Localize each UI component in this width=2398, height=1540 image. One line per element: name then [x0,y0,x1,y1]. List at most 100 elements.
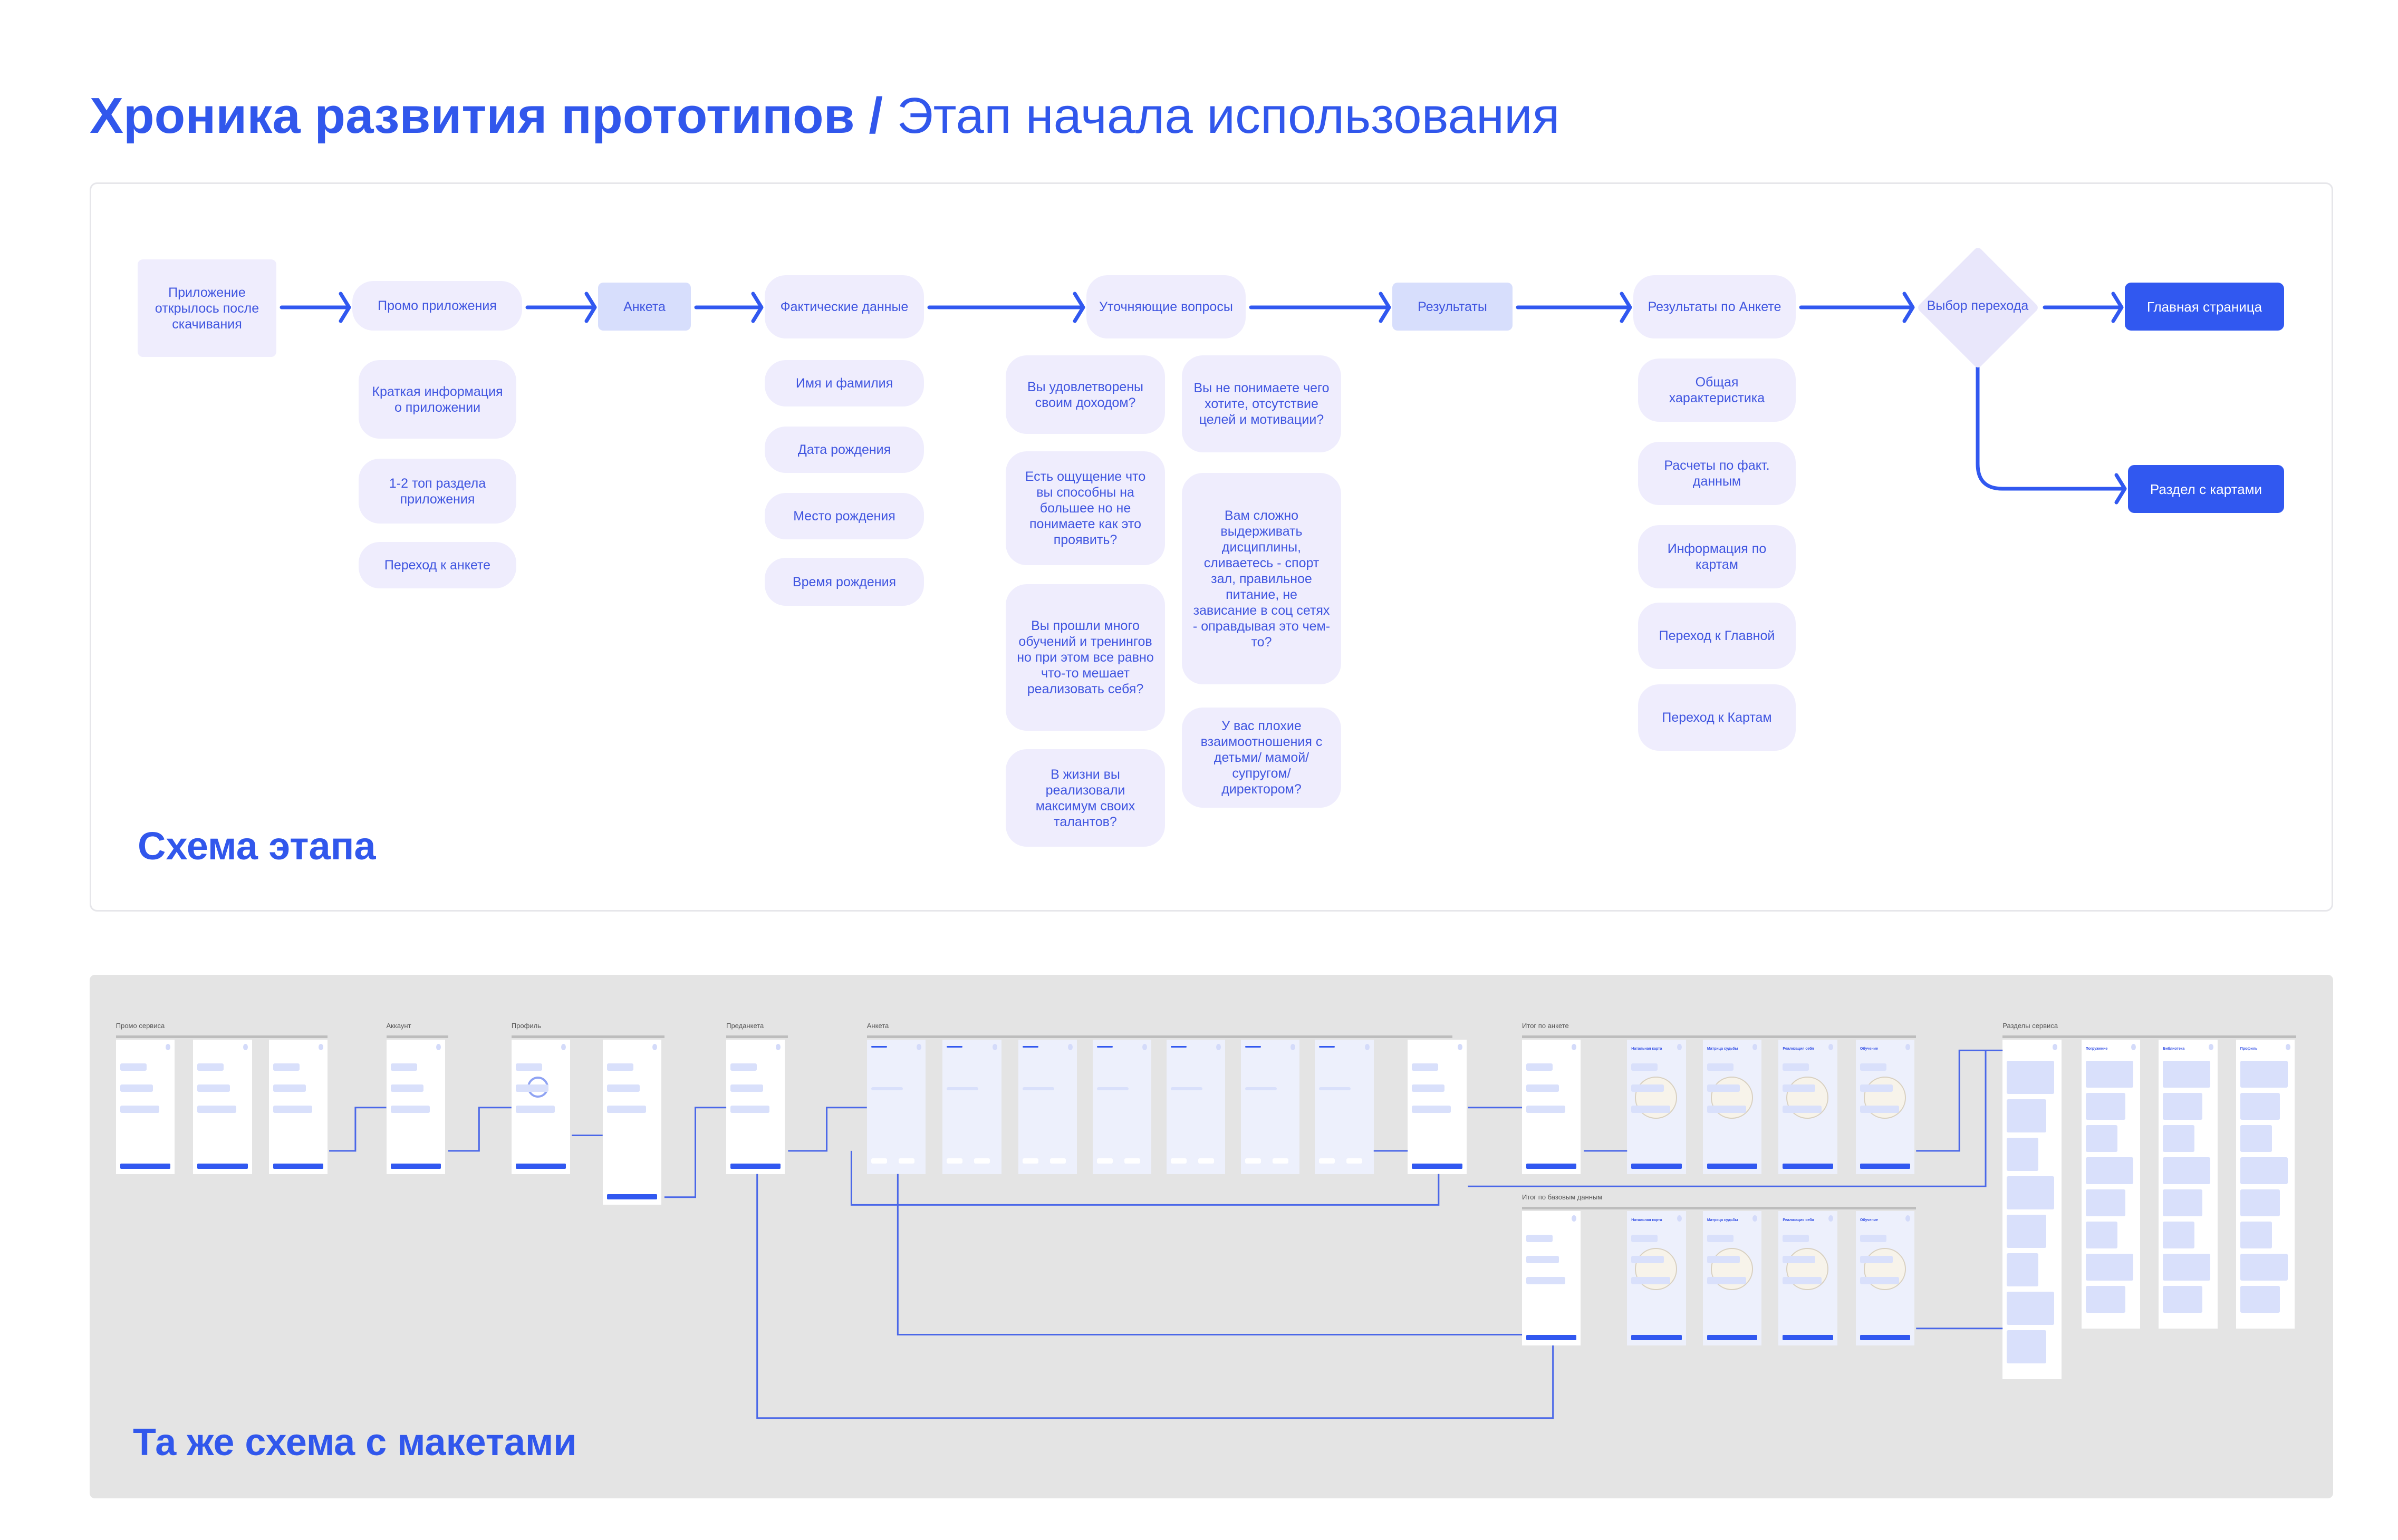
mockup-screen [386,1039,445,1174]
primary-button [120,1163,171,1169]
primary-button [1783,1335,1833,1341]
content-block [2085,1092,2125,1120]
content-block [1783,1277,1822,1285]
mockup-screen [268,1039,328,1174]
content-block [730,1105,770,1113]
menu-icon [1905,1043,1911,1050]
menu-icon [166,1043,171,1050]
menu-icon [2131,1043,2136,1050]
connector-line [329,1107,387,1152]
question-text [1022,1087,1054,1090]
mockup-screen: Обучение [1855,1039,1915,1174]
menu-icon [917,1043,922,1050]
group-divider [511,1035,664,1038]
content-block [515,1105,555,1113]
node-results-by-anketa: Результаты по Анкете [1633,275,1796,338]
answer-button [1171,1158,1187,1164]
menu-icon [1457,1043,1462,1050]
flow-arrow [1516,292,1632,323]
menu-icon [1291,1043,1296,1050]
primary-button [1783,1163,1833,1169]
answer-button [947,1158,963,1164]
mockup-screen: Натальная карта [1627,1039,1686,1174]
page-title: Хроника развития прототипов / Этап начал… [90,87,1560,145]
content-block [1783,1235,1809,1243]
question-text [1171,1087,1203,1090]
content-block [2085,1253,2133,1281]
content-block [515,1063,542,1071]
question-text [1096,1087,1129,1090]
content-block [2240,1221,2272,1248]
group-label: Итог по анкете [1522,1021,1569,1030]
progress-bar [1171,1045,1187,1048]
content-block [1860,1105,1899,1113]
connector-line [897,1174,1523,1336]
content-block [390,1105,430,1113]
primary-button [515,1163,566,1169]
content-block [1631,1105,1671,1113]
content-block [1526,1063,1553,1071]
node-results: Результаты [1392,283,1513,331]
screen-title: Реализация себя [1783,1047,1814,1051]
mockup-screen [1315,1039,1374,1174]
node-promo: Промо приложения [352,281,522,331]
content-block [1412,1105,1451,1113]
promo-item: 1-2 топ раздела приложения [359,459,516,524]
fact-item: Имя и фамилия [765,360,924,406]
primary-button [1707,1335,1758,1341]
mockup-screen [193,1039,252,1174]
question-item: У вас плохие взаимоотношения с детьми/ м… [1182,708,1341,808]
content-block [606,1105,646,1113]
content-block [1860,1235,1886,1243]
content-block [1707,1105,1746,1113]
content-block [2007,1330,2047,1364]
question-item: В жизни вы реализовали максимум своих та… [1006,749,1165,847]
group-label: Преданкета [726,1021,764,1030]
scheme-arrows [280,292,2127,505]
menu-icon [1677,1043,1682,1050]
menu-icon [1364,1043,1370,1050]
answer-button [1096,1158,1113,1164]
answer-button [898,1158,914,1164]
mockup-screen: Реализация себя [1778,1211,1837,1346]
content-block [2163,1092,2203,1120]
content-block [2163,1125,2195,1152]
content-block [120,1063,147,1071]
answer-button [1049,1158,1066,1164]
mockup-screen [942,1039,1001,1174]
question-item: Вам сложно выдерживать дисциплины, слива… [1182,473,1341,684]
content-block [2163,1157,2211,1184]
group-divider [115,1035,328,1038]
flow-arrow [1249,292,1391,323]
primary-button [606,1194,658,1200]
answer-button [1245,1158,1261,1164]
content-block [1412,1084,1445,1092]
progress-bar [1245,1045,1261,1048]
mockup-screen: Погружение [2081,1039,2141,1329]
group-label: Анкета [866,1021,889,1030]
content-block [197,1063,224,1071]
content-block [2240,1157,2288,1184]
content-block [1860,1277,1899,1285]
node-questions: Уточняющие вопросы [1086,275,1246,338]
mockups-label: Та же схема с макетами [133,1421,577,1464]
content-block [120,1105,159,1113]
mockup-screen [726,1039,785,1174]
content-block [2007,1060,2055,1094]
mockup-screen [2002,1039,2062,1380]
group-label: Итог по базовым данным [1522,1193,1603,1201]
question-text [1319,1087,1351,1090]
content-block [2007,1253,2039,1287]
menu-icon [1216,1043,1221,1050]
group-label: Разделы сервиса [2002,1021,2058,1030]
screen-title: Обучение [1860,1218,1878,1223]
menu-icon [2208,1043,2213,1050]
flow-arrow [927,292,1085,323]
menu-icon [652,1043,658,1050]
content-block [197,1105,237,1113]
mockup-screen [1522,1211,1581,1346]
mockup-screen [1240,1039,1300,1174]
connector-line [1916,1049,2003,1152]
